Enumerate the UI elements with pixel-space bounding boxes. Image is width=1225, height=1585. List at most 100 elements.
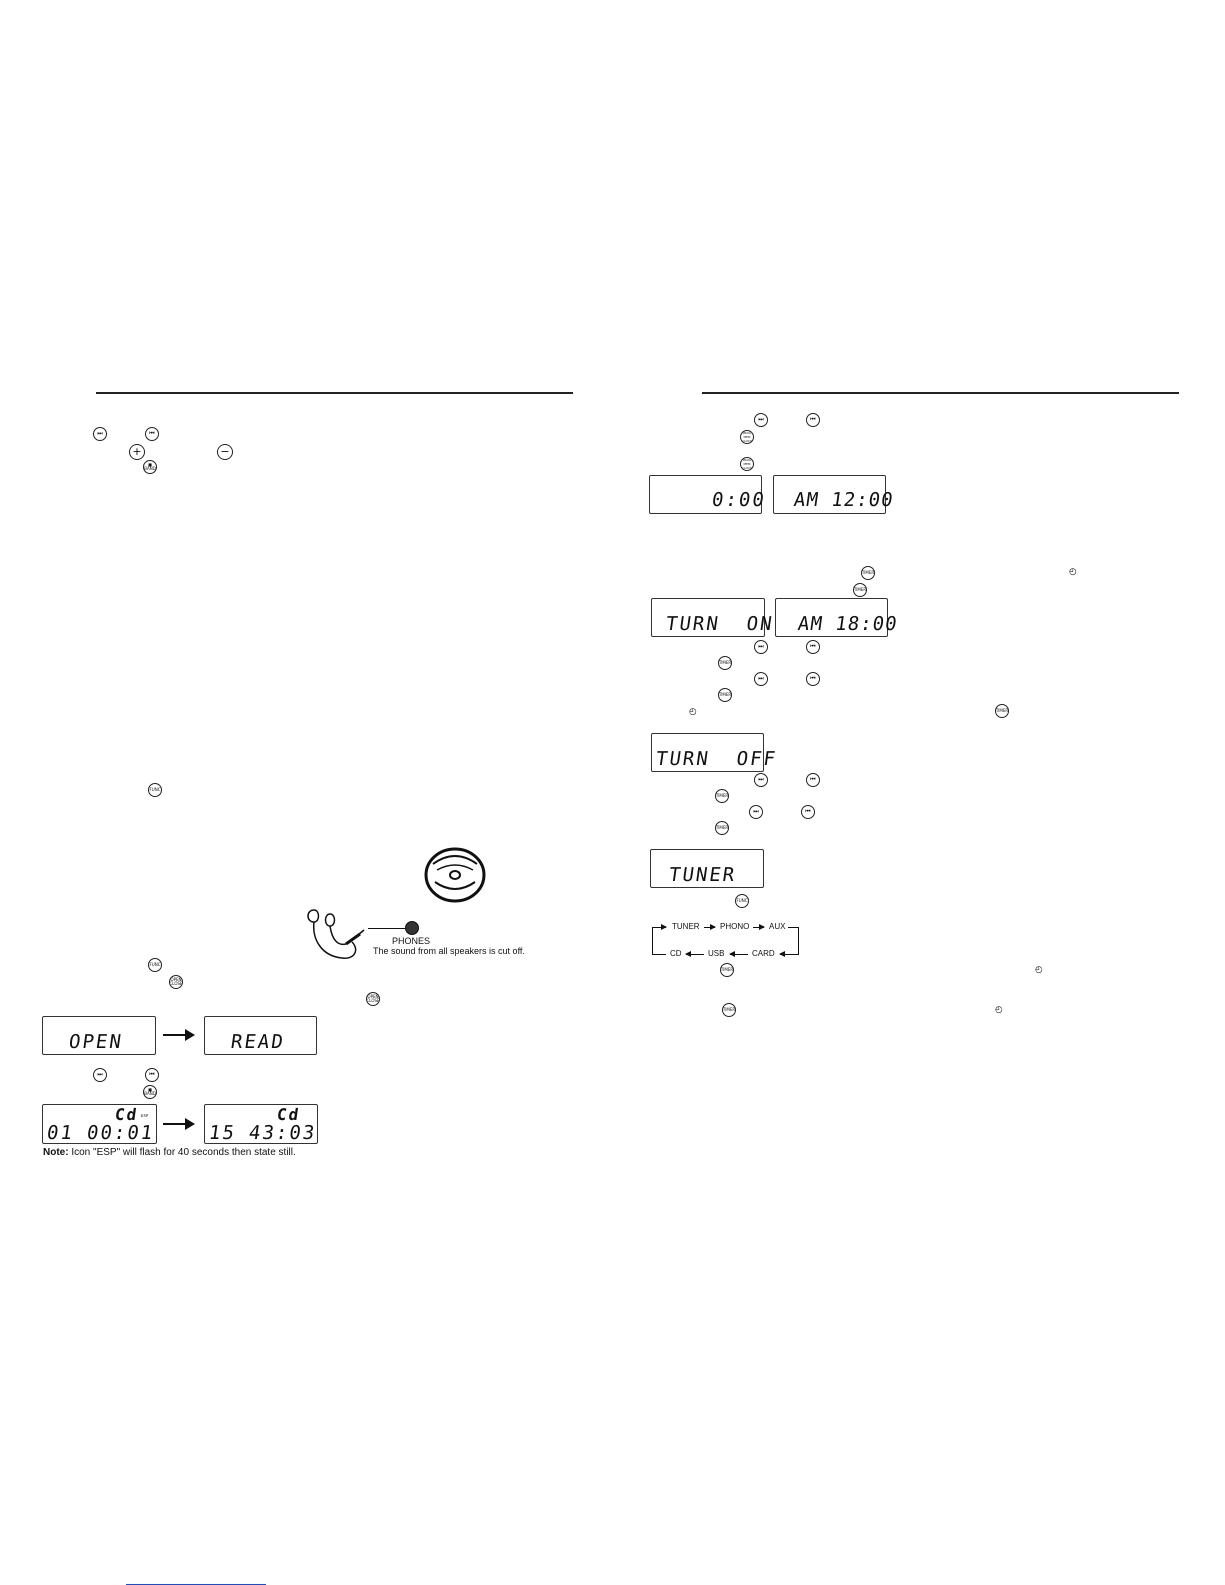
phones-label: PHONES: [392, 936, 431, 946]
timer-button[interactable]: TIMER: [715, 789, 729, 803]
cycle-arrow-to-aux: [753, 924, 765, 930]
prev-button[interactable]: ⏮: [806, 672, 820, 686]
note-text: Icon "ESP" will flash for 40 seconds the…: [68, 1147, 296, 1158]
clock-label: CLOCK: [741, 439, 753, 443]
timer-button[interactable]: TIMER: [718, 688, 732, 702]
func-button[interactable]: FUNC: [735, 894, 749, 908]
prev-button[interactable]: ⏮: [145, 427, 159, 441]
phones-caption: The sound from all speakers is cut off.: [373, 946, 525, 956]
right-page-header-rule: [702, 392, 1179, 394]
lcd-track-number: 01: [45, 1122, 76, 1144]
prog-mem-clock-button[interactable]: PROG MEM CLOCK: [740, 430, 754, 444]
lcd-clock-24h-text: 0:00: [710, 489, 768, 511]
cycle-item-cd: CD: [670, 949, 682, 958]
left-page-header-rule: [96, 392, 573, 394]
prev-button[interactable]: ⏮: [806, 640, 820, 654]
band-label: BAND: [144, 1091, 156, 1096]
standby-icon: ◴: [1035, 965, 1043, 975]
lcd-timer-on-text: TURN ON: [664, 613, 776, 635]
phones-jack-icon: [405, 921, 419, 935]
close-label: CLOSE: [366, 998, 380, 1003]
lcd-timer-on-time-text: AM 18:00: [796, 613, 900, 635]
cycle-item-card: CARD: [752, 949, 775, 958]
timer-button[interactable]: TIMER: [995, 704, 1009, 718]
lcd-esp-icon: ESP: [140, 1113, 149, 1118]
timer-button[interactable]: TIMER: [718, 656, 732, 670]
func-button[interactable]: FUNC: [148, 958, 162, 972]
next-button[interactable]: ⏭: [754, 672, 768, 686]
timer-button[interactable]: TIMER: [722, 1003, 736, 1017]
timer-button[interactable]: TIMER: [715, 821, 729, 835]
prev-button[interactable]: ⏮: [145, 1068, 159, 1082]
track-advance-arrow: [163, 1118, 195, 1130]
cycle-item-aux: AUX: [769, 922, 786, 931]
lcd-clock-12h: AM 12:00: [773, 475, 895, 514]
timer-button[interactable]: TIMER: [861, 566, 875, 580]
disc-icon: [424, 847, 486, 903]
band-stop-symbol: ■: [148, 1087, 152, 1092]
timer-button[interactable]: TIMER: [853, 583, 867, 597]
mem-label: MEM: [743, 435, 751, 439]
phones-jack-line: [368, 928, 406, 929]
lcd-track-number: 15: [207, 1122, 238, 1144]
clock-label: CLOCK: [741, 466, 753, 470]
prev-button[interactable]: ⏮: [801, 805, 815, 819]
band-stop-button[interactable]: ■ BAND: [143, 1085, 157, 1099]
prog-mem-clock-button[interactable]: PROG MEM CLOCK: [740, 457, 754, 471]
next-button[interactable]: ⏭: [93, 427, 107, 441]
minus-button[interactable]: −: [217, 444, 233, 460]
prog-label: PROG: [742, 431, 752, 435]
open-label: OPEN: [367, 994, 379, 999]
next-button[interactable]: ⏭: [754, 413, 768, 427]
next-button[interactable]: ⏭: [754, 773, 768, 787]
open-label: OPEN: [170, 977, 182, 982]
func-button[interactable]: FUNC: [148, 783, 162, 797]
close-label: CLOSE: [169, 981, 183, 986]
mem-label: MEM: [743, 462, 751, 466]
cycle-item-tuner: TUNER: [672, 922, 700, 931]
plus-button[interactable]: +: [129, 444, 145, 460]
cycle-arrow-to-tuner: [652, 924, 667, 930]
standby-icon: ◴: [1069, 567, 1077, 577]
next-button[interactable]: ⏭: [749, 805, 763, 819]
lcd-open-text: OPEN: [67, 1031, 125, 1053]
lcd-tuner: TUNER: [650, 849, 764, 888]
cycle-arrow-to-card: [779, 951, 798, 957]
cycle-right-line: [798, 927, 799, 955]
note-label: Note:: [43, 1147, 69, 1158]
band-stop-symbol: ■: [148, 462, 152, 467]
lcd-read: READ: [204, 1016, 317, 1055]
lcd-timer-off: TURN OFF: [651, 733, 778, 772]
esp-note: Note: Icon "ESP" will flash for 40 secon…: [43, 1147, 296, 1158]
prev-button[interactable]: ⏮: [806, 413, 820, 427]
standby-icon: ◴: [995, 1005, 1003, 1015]
lcd-timer-on: TURN ON: [651, 598, 775, 637]
lcd-open: OPEN: [42, 1016, 156, 1055]
lcd-clock-24h: 0:00: [649, 475, 767, 514]
headphones-icon: [307, 909, 365, 959]
open-close-button[interactable]: OPEN CLOSE: [169, 975, 183, 989]
next-button[interactable]: ⏭: [754, 640, 768, 654]
lcd-tuner-text: TUNER: [667, 864, 738, 886]
lcd-cd-track-2: Cd 15 43:03: [204, 1104, 318, 1144]
next-button[interactable]: ⏭: [93, 1068, 107, 1082]
lcd-track-time: 00:01: [85, 1122, 156, 1144]
standby-icon: ◴: [689, 707, 697, 717]
prog-label: PROG: [742, 458, 752, 462]
cycle-item-phono: PHONO: [720, 922, 750, 931]
lcd-timer-on-time: AM 18:00: [775, 598, 899, 637]
band-stop-button[interactable]: ■ BAND: [143, 460, 157, 474]
cycle-arrow-to-cd: [685, 951, 704, 957]
open-close-button[interactable]: OPEN CLOSE: [366, 992, 380, 1006]
lcd-cd-track-1: Cd ESP 01 00:01: [42, 1104, 157, 1144]
timer-button[interactable]: TIMER: [720, 963, 734, 977]
cycle-top-right-line: [788, 927, 798, 928]
lcd-timer-off-text: TURN OFF: [654, 748, 779, 770]
band-label: BAND: [144, 466, 156, 471]
cycle-item-usb: USB: [708, 949, 725, 958]
lcd-read-text: READ: [229, 1031, 287, 1053]
prev-button[interactable]: ⏮: [806, 773, 820, 787]
cycle-bottom-left-line: [652, 954, 666, 955]
cycle-arrow-to-usb: [729, 951, 748, 957]
lcd-track-time: 43:03: [247, 1122, 318, 1144]
